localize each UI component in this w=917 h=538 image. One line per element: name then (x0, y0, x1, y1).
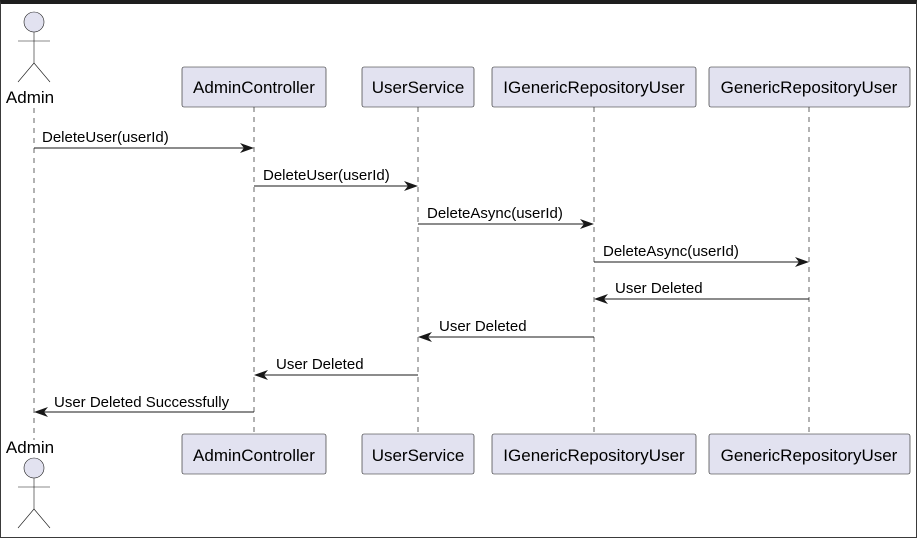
message-3: DeleteAsync(userId) (418, 205, 594, 229)
message-label: User Deleted (276, 356, 364, 373)
message-4: DeleteAsync(userId) (594, 243, 809, 267)
message-6: User Deleted (418, 318, 594, 342)
participant-box (708, 433, 911, 475)
participant-label: GenericRepositoryUser (721, 78, 898, 97)
participant-box (361, 433, 475, 475)
participant-label: AdminController (193, 446, 315, 465)
message-label: User Deleted (439, 318, 527, 335)
message-1: DeleteUser(userId) (34, 129, 254, 153)
participant-label: IGenericRepositoryUser (503, 78, 685, 97)
message-label: DeleteAsync(userId) (427, 205, 563, 222)
participant-label: UserService (372, 446, 465, 465)
participant-box (708, 66, 911, 108)
participant-box (491, 66, 697, 108)
actor-label: Admin (6, 438, 54, 457)
message-8: User Deleted Successfully (34, 394, 254, 417)
message-label: User Deleted Successfully (54, 394, 230, 411)
actor-right-leg (33, 62, 51, 83)
arrow-head-right (795, 257, 809, 267)
participant-igenericrepositoryuser-top: IGenericRepositoryUser (491, 66, 697, 108)
arrow-head-right (580, 219, 594, 229)
arrow-head-left (254, 370, 268, 380)
participant-label: UserService (372, 78, 465, 97)
message-label: DeleteAsync(userId) (603, 243, 739, 260)
message-7: User Deleted (254, 356, 418, 380)
participant-admincontroller-bottom: AdminController (181, 433, 327, 475)
participant-label: IGenericRepositoryUser (503, 446, 685, 465)
message-2: DeleteUser(userId) (254, 167, 418, 191)
arrow-head-right (404, 181, 418, 191)
actor-left-leg (17, 62, 35, 83)
participant-box (491, 433, 697, 475)
arrow-head-left (418, 332, 432, 342)
arrow-head-right (240, 143, 254, 153)
actor-label: Admin (6, 88, 54, 107)
participant-box (361, 66, 475, 108)
actor-head (23, 457, 45, 479)
actor-left-leg (17, 508, 35, 529)
participant-igenericrepositoryuser-bottom: IGenericRepositoryUser (491, 433, 697, 475)
actor-right-leg (33, 508, 51, 529)
message-label: DeleteUser(userId) (42, 129, 169, 146)
message-label: DeleteUser(userId) (263, 167, 390, 184)
arrow-head-left (594, 294, 608, 304)
participant-admincontroller-top: AdminController (181, 66, 327, 108)
participant-box (181, 66, 327, 108)
participant-genericrepositoryuser-top: GenericRepositoryUser (708, 66, 911, 108)
participant-box (181, 433, 327, 475)
participant-userservice-top: UserService (361, 66, 475, 108)
participant-userservice-bottom: UserService (361, 433, 475, 475)
participant-label: GenericRepositoryUser (721, 446, 898, 465)
message-label: User Deleted (615, 280, 703, 297)
arrow-head-left (34, 407, 48, 417)
message-5: User Deleted (594, 280, 809, 304)
participant-label: AdminController (193, 78, 315, 97)
actor-head (23, 11, 45, 33)
actor-admin-bottom: Admin (6, 438, 54, 529)
actor-admin-top: Admin (6, 11, 54, 107)
participant-genericrepositoryuser-bottom: GenericRepositoryUser (708, 433, 911, 475)
